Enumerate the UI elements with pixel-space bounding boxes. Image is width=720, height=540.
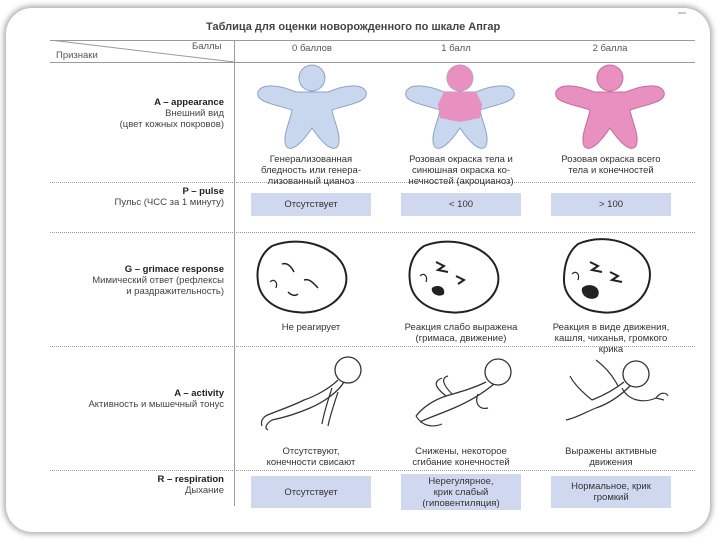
row-label-ru: Дыхание bbox=[184, 485, 224, 496]
desc-line: Розовая окраска тела и bbox=[409, 154, 513, 165]
desc-line: конечности свисают bbox=[266, 457, 356, 468]
box-line: громкий bbox=[593, 492, 629, 503]
row-label-pulse: P – pulse Пульс (ЧСС за 1 минуту) bbox=[114, 186, 224, 208]
label-column-divider bbox=[234, 40, 235, 506]
column-header-0: 0 баллов bbox=[292, 43, 332, 54]
appearance-desc-1: Розовая окраска тела и синюшная окраска … bbox=[386, 154, 536, 187]
row-divider bbox=[50, 470, 695, 471]
row-label-ru: (цвет кожных покровов) bbox=[119, 119, 224, 130]
desc-line: тела и конечностей bbox=[568, 165, 654, 176]
desc-line: Реакция слабо выражена bbox=[404, 322, 518, 333]
desc-line: кашля, чиханья, громкого bbox=[554, 333, 668, 344]
pulse-cell-2: > 100 bbox=[551, 193, 671, 216]
activity-desc-2: Выражены активные движения bbox=[536, 446, 686, 468]
baby-flexed-figure bbox=[415, 358, 512, 427]
desc-line: сгибание конечностей bbox=[412, 457, 510, 468]
row-label-ru: Пульс (ЧСС за 1 минуту) bbox=[114, 197, 224, 208]
baby-figure-pale bbox=[257, 64, 367, 149]
activity-desc-1: Снижены, некоторое сгибание конечностей bbox=[386, 446, 536, 468]
row-label-en: P – pulse bbox=[182, 186, 224, 197]
desc-line: Генерализованная bbox=[269, 154, 353, 165]
desc-line: Не реагирует bbox=[281, 322, 341, 333]
row-label-grimace: G – grimace response Мимический ответ (р… bbox=[92, 264, 224, 297]
desc-line: крика bbox=[598, 344, 624, 355]
row-label-en: A – appearance bbox=[154, 97, 224, 108]
row-divider bbox=[50, 232, 695, 233]
desc-line: Снижены, некоторое bbox=[415, 446, 507, 457]
box-line: Нормальное, крик bbox=[571, 481, 651, 492]
corner-mark bbox=[678, 12, 686, 17]
header-bottom-line bbox=[50, 62, 695, 63]
box-line: (гиповентиляция) bbox=[422, 497, 500, 509]
header-signs: Признаки bbox=[56, 50, 98, 61]
activity-desc-0: Отсутствуют, конечности свисают bbox=[236, 446, 386, 468]
desc-line: Реакция в виде движения, bbox=[552, 322, 670, 333]
table-top-line bbox=[50, 40, 695, 41]
box-line: Нерегулярное, bbox=[428, 475, 494, 487]
row-label-ru: Мимический ответ (рефлексы bbox=[92, 275, 224, 286]
grimace-desc-2: Реакция в виде движения, кашля, чиханья,… bbox=[536, 322, 686, 355]
desc-line: нечностей (акроцианоз) bbox=[408, 176, 514, 187]
respiration-cell-0: Отсутствует bbox=[251, 476, 371, 508]
baby-active-figure bbox=[565, 359, 669, 421]
header-balls: Баллы bbox=[192, 41, 222, 52]
row-label-en: G – grimace response bbox=[124, 264, 224, 275]
respiration-cell-2: Нормальное, крик громкий bbox=[551, 476, 671, 508]
desc-line: Выражены активные bbox=[565, 446, 657, 457]
desc-line: движения bbox=[589, 457, 633, 468]
row-label-ru: Активность и мышечный тонус bbox=[88, 399, 224, 410]
row-label-ru: и раздражительность) bbox=[126, 286, 224, 297]
box-line: крик слабый bbox=[433, 486, 489, 498]
desc-line: Розовая окраска всего bbox=[561, 154, 661, 165]
pulse-cell-1: < 100 bbox=[401, 193, 521, 216]
grimace-desc-1: Реакция слабо выражена (гримаса, движени… bbox=[386, 322, 536, 344]
baby-figure-acrocyanosis bbox=[405, 64, 515, 149]
table-title: Таблица для оценки новорожденного по шка… bbox=[206, 21, 501, 33]
grimace-desc-0: Не реагирует bbox=[236, 322, 386, 333]
appearance-desc-0: Генерализованная бледность или генера- л… bbox=[236, 154, 386, 187]
column-header-2: 2 балла bbox=[592, 43, 628, 54]
respiration-cell-1: Нерегулярное, крик слабый (гиповентиляци… bbox=[401, 474, 521, 510]
desc-line: синюшная окраска ко- bbox=[411, 165, 511, 176]
row-label-respiration: R – respiration Дыхание bbox=[157, 474, 224, 496]
baby-figure-pink bbox=[555, 64, 665, 149]
baby-limp-figure bbox=[260, 356, 362, 431]
face-strong-reaction bbox=[562, 238, 652, 314]
box-line: Отсутствует bbox=[284, 486, 338, 498]
row-label-en: R – respiration bbox=[157, 474, 224, 485]
row-label-activity: A – activity Активность и мышечный тонус bbox=[88, 388, 224, 410]
row-label-en: A – activity bbox=[174, 388, 224, 399]
row-divider bbox=[50, 182, 695, 183]
row-label-ru: Внешний вид bbox=[165, 108, 224, 119]
desc-line: (гримаса, движение) bbox=[415, 333, 507, 344]
desc-line: Отсутствуют, bbox=[282, 446, 340, 457]
desc-line: бледность или генера- bbox=[261, 165, 361, 176]
appearance-desc-2: Розовая окраска всего тела и конечностей bbox=[536, 154, 686, 176]
desc-line: лизованный цианоз bbox=[267, 176, 355, 187]
header-diagonal bbox=[50, 40, 234, 62]
row-label-appearance: A – appearance Внешний вид (цвет кожных … bbox=[120, 97, 224, 130]
face-weak-reaction bbox=[408, 240, 500, 314]
face-no-reaction bbox=[256, 240, 348, 314]
column-header-1: 1 балл bbox=[441, 43, 471, 54]
pulse-cell-0: Отсутствует bbox=[251, 193, 371, 216]
row-divider bbox=[50, 346, 695, 347]
